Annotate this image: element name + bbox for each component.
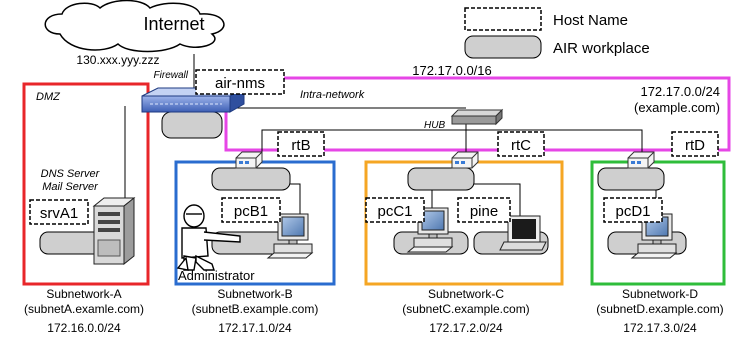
host-pcb1: pcB1: [234, 203, 268, 220]
administrator-icon: [176, 204, 241, 271]
intranet-boundary: [224, 76, 731, 152]
laptop-pine-icon: [499, 215, 547, 251]
internet-ip: 130.xxx.yyy.zzz: [76, 53, 159, 67]
subnet-d-net: 172.17.3.0/24: [623, 321, 697, 335]
firewall-label: Firewall: [154, 70, 189, 81]
router-rtb-icon: [235, 151, 263, 169]
hub-device: [450, 108, 504, 126]
host-rtd: rtD: [685, 137, 705, 154]
legend-host-name: Host Name: [553, 12, 628, 29]
router-rtd-icon: [627, 151, 655, 169]
subnet-d-name: Subnetwork-D: [622, 287, 698, 301]
subnet-d-domain: (subnetD.example.com): [596, 302, 723, 316]
host-srva1: srvA1: [40, 205, 78, 222]
administrator-label: Administrator: [178, 268, 255, 283]
subnet-b-name: Subnetwork-B: [217, 287, 292, 301]
subnet-c-domain: (subnetC.example.com): [402, 302, 529, 316]
subnet-c-name: Subnetwork-C: [428, 287, 504, 301]
mail-server-label: Mail Server: [42, 181, 99, 193]
subnet-a-net: 172.16.0.0/24: [47, 321, 121, 335]
intranet-label: Intra-network: [300, 89, 365, 101]
intranet-net24: 172.17.0.0/24: [640, 84, 720, 99]
host-pcc1: pcC1: [377, 203, 412, 220]
intranet-domain: (example.com): [634, 100, 720, 115]
subnet-c-net: 172.17.2.0/24: [429, 321, 503, 335]
host-rtc: rtC: [511, 137, 531, 154]
hub-label: HUB: [424, 120, 445, 131]
air-workplaces: [39, 111, 687, 255]
subnet-a-name: Subnetwork-A: [46, 287, 121, 301]
dmz-label: DMZ: [36, 91, 61, 103]
host-rtb: rtB: [291, 137, 310, 154]
server-tower-icon: [92, 196, 136, 266]
host-pcd1: pcD1: [615, 203, 650, 220]
subnet-b-domain: (subnetB.example.com): [192, 302, 319, 316]
host-pine: pine: [470, 203, 498, 220]
legend-host-name-swatch: [464, 7, 542, 31]
subnet-b-net: 172.17.1.0/24: [218, 321, 292, 335]
legend-workplace: AIR workplace: [553, 40, 650, 57]
subnet-a-domain: (subnetA.examle.com): [24, 302, 144, 316]
internet-label: Internet: [143, 14, 204, 34]
host-name-boxes: [29, 69, 719, 225]
internet-cloud: [44, 0, 225, 53]
host-air-nms: air-nms: [215, 75, 265, 92]
router-rtc-icon: [451, 151, 479, 169]
subnet-d-boundary: [590, 160, 726, 286]
subnet-a-boundary: [22, 82, 150, 286]
legend-workplace-swatch: [464, 35, 542, 59]
intranet-net16: 172.17.0.0/16: [412, 63, 492, 78]
dns-server-label: DNS Server: [41, 168, 101, 180]
